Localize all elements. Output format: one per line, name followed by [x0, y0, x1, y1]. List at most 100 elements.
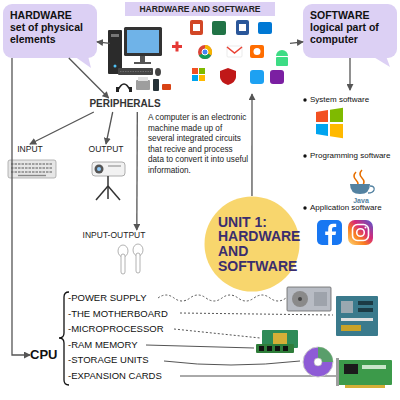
leader-lines-part: [180, 376, 338, 377]
computer-illustration-part: [111, 34, 119, 37]
instagram-logo-part: [353, 225, 369, 241]
computer-illustration-part: [138, 77, 148, 81]
arrow-connector: [97, 42, 110, 44]
projector-illustration-part: [97, 167, 101, 171]
software-icons-part: [202, 49, 208, 55]
list-bullets-part: [303, 206, 306, 209]
windows-logo-part: [316, 124, 328, 136]
list-bullets-part: [303, 154, 306, 157]
computer-illustration-part: [116, 87, 119, 92]
software-icons-part: [258, 22, 272, 34]
leader-lines-part: [174, 329, 260, 338]
node-text: Programming software: [310, 151, 390, 161]
computer-illustration: [108, 27, 171, 92]
component-images-part: [292, 291, 308, 307]
component-images-part: [273, 333, 287, 345]
instagram-logo-part: [348, 220, 373, 245]
computer-illustration-part: [118, 68, 153, 75]
software-icons-part: [199, 52, 211, 59]
software-icons-part: [227, 46, 242, 57]
facebook-logo-part: [317, 220, 342, 245]
node-heading: INPUT-OUTPUT: [76, 230, 152, 240]
callout-bubble: SOFTWARElogical part of computer: [303, 4, 397, 58]
software-icons-part: [192, 75, 198, 81]
earbuds-illustration-part: [133, 244, 143, 256]
node-heading: CPU: [30, 347, 64, 363]
computer-illustration-part: [108, 30, 122, 74]
plus-sign-part: [172, 45, 182, 48]
node-heading: UNIT 1: HARDWARE AND SOFTWARE: [204, 215, 300, 274]
category-label: CPU: [30, 347, 64, 363]
description-note: A computer is an electronic machine made…: [148, 113, 250, 176]
list-bullets-part: [303, 98, 306, 101]
component-images-part: [318, 347, 333, 362]
title-circle: UNIT 1: HARDWARE AND SOFTWARE: [204, 196, 300, 292]
leader-lines-part: [164, 361, 300, 365]
projector-illustration-part: [107, 176, 109, 186]
node-heading: SOFTWARE: [310, 9, 390, 21]
software-icons-part: [227, 47, 242, 53]
component-label: -EXPANSION CARDS: [68, 370, 188, 382]
windows-logo: [316, 108, 343, 139]
software-icons-part: [199, 68, 205, 74]
node-heading: HARDWARE AND SOFTWARE: [125, 2, 275, 16]
projector-illustration-part: [96, 186, 108, 200]
keyboard-illustration-part: [11, 171, 53, 172]
java-logo-part: [350, 184, 370, 194]
software-icons-part: [276, 57, 288, 66]
component-label: -THE MOTHERBOARD: [68, 308, 188, 320]
component-label: -POWER SUPPLY: [68, 292, 188, 304]
software-icons-part: [192, 68, 198, 74]
component-images-part: [344, 364, 358, 374]
keyboard-illustration-part: [11, 167, 53, 168]
projector-illustration-part: [95, 165, 104, 174]
keyboard-illustration-part: [18, 175, 46, 176]
component-label: -STORAGE UNITS: [68, 354, 188, 366]
earbuds-illustration-part: [118, 245, 128, 257]
earbuds-illustration-part: [136, 253, 140, 273]
node-text: logical part of computer: [310, 21, 390, 45]
component-images-part: [259, 346, 264, 351]
software-icons-part: [276, 50, 288, 56]
component-images-part: [338, 360, 392, 385]
software-icons-part: [239, 24, 246, 31]
component-images: [256, 287, 392, 388]
software-icons-part: [198, 45, 212, 59]
arrow-connector: [349, 58, 350, 90]
arrow-connector: [30, 112, 94, 144]
list-bullets: [303, 98, 306, 209]
software-icons-part: [193, 24, 200, 31]
software-icons-part: [254, 48, 261, 55]
projector-illustration-part: [108, 165, 121, 167]
projector-illustration-part: [108, 186, 120, 200]
computer-illustration-part: [153, 79, 159, 91]
software-icons-part: [250, 70, 264, 84]
computer-illustration-part: [155, 68, 161, 76]
arrow-connector: [136, 112, 138, 230]
software-icons-part: [236, 20, 249, 35]
component-images-part: [341, 318, 373, 321]
java-logo-part: [360, 170, 364, 186]
component-images-part: [341, 301, 353, 313]
leader-lines-part: [180, 313, 333, 315]
category-label: INPUT: [8, 144, 52, 156]
node-heading: INPUT: [8, 144, 52, 154]
software-icons-part: [199, 75, 205, 81]
software-icons-part: [250, 45, 264, 58]
computer-illustration-part: [134, 62, 151, 64]
instagram-logo: [348, 220, 373, 245]
windows-logo-part: [330, 124, 343, 138]
component-images-part: [336, 358, 339, 386]
arrow-connector: [69, 58, 109, 98]
projector-illustration: [92, 162, 125, 200]
keyboard-illustration: [8, 160, 56, 178]
component-images-part: [358, 308, 373, 312]
computer-illustration-part: [127, 30, 159, 53]
arrow-connector: [12, 58, 30, 355]
header-panel: HARDWARE AND SOFTWARE: [110, 2, 290, 94]
arrow-connector: [106, 112, 113, 144]
